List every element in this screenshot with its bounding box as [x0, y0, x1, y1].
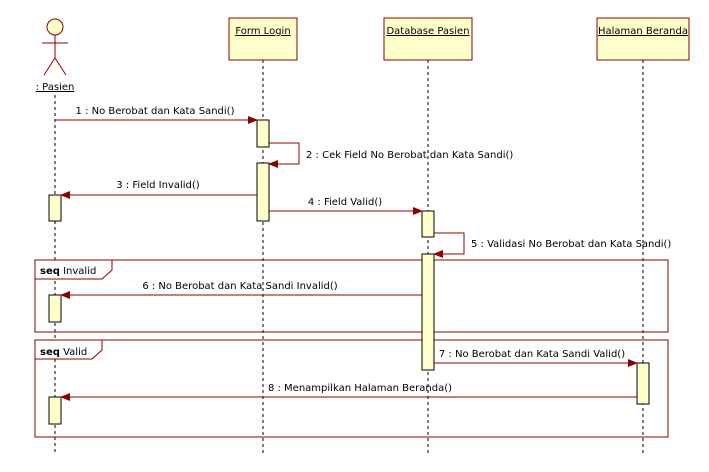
activation-bar — [636, 362, 650, 405]
message-label: 2 : Cek Field No Berobat dan Kata Sandi(… — [306, 150, 513, 161]
message-5-self[interactable]: 5 : Validasi No Berobat dan Kata Sandi() — [433, 232, 671, 258]
activation-bar — [48, 294, 62, 323]
message-label: 8 : Menampilkan Halaman Beranda() — [268, 383, 452, 394]
object-database-pasien[interactable]: Database Pasien — [383, 17, 473, 61]
object-form-login[interactable]: Form Login — [228, 17, 298, 61]
object-halaman-beranda[interactable]: Halaman Beranda — [596, 17, 690, 61]
message-label: 5 : Validasi No Berobat dan Kata Sandi() — [471, 239, 671, 250]
message-label: 7 : No Berobat dan Kata Sandi Valid() — [439, 349, 625, 360]
object-label: Form Login — [235, 26, 290, 37]
message-label: 1 : No Berobat dan Kata Sandi() — [76, 106, 235, 117]
message-label: 3 : Field Invalid() — [116, 180, 199, 191]
activation-bar — [421, 253, 435, 371]
message-4[interactable]: 4 : Field Valid() — [269, 197, 423, 215]
activation-bar — [256, 162, 270, 222]
message-7[interactable]: 7 : No Berobat dan Kata Sandi Valid() — [434, 349, 638, 367]
fragment-seq-invalid: seq Invalid — [34, 259, 669, 333]
activation-bar — [48, 194, 62, 222]
activation-bar — [256, 119, 270, 148]
fragment-seq-valid: seq Valid — [34, 339, 669, 438]
activation-bar — [421, 210, 435, 238]
message-6[interactable]: 6 : No Berobat dan Kata Sandi Invalid() — [60, 281, 422, 299]
message-label: 4 : Field Valid() — [308, 197, 382, 208]
message-8[interactable]: 8 : Menampilkan Halaman Beranda() — [60, 383, 637, 401]
message-1[interactable]: 1 : No Berobat dan Kata Sandi() — [55, 106, 258, 124]
message-label: 6 : No Berobat dan Kata Sandi Invalid() — [142, 281, 337, 292]
object-label: Halaman Beranda — [598, 26, 688, 37]
message-2-self[interactable]: 2 : Cek Field No Berobat dan Kata Sandi(… — [268, 142, 513, 168]
actor-label: : Pasien — [36, 82, 75, 93]
actor-pasien[interactable]: : Pasien — [36, 18, 75, 93]
actor-head-icon — [46, 18, 64, 36]
message-3[interactable]: 3 : Field Invalid() — [60, 180, 257, 199]
fragment-label: seq Valid — [40, 347, 87, 358]
activation-bar — [48, 396, 62, 425]
fragment-label: seq Invalid — [40, 266, 96, 277]
object-label: Database Pasien — [386, 26, 469, 37]
